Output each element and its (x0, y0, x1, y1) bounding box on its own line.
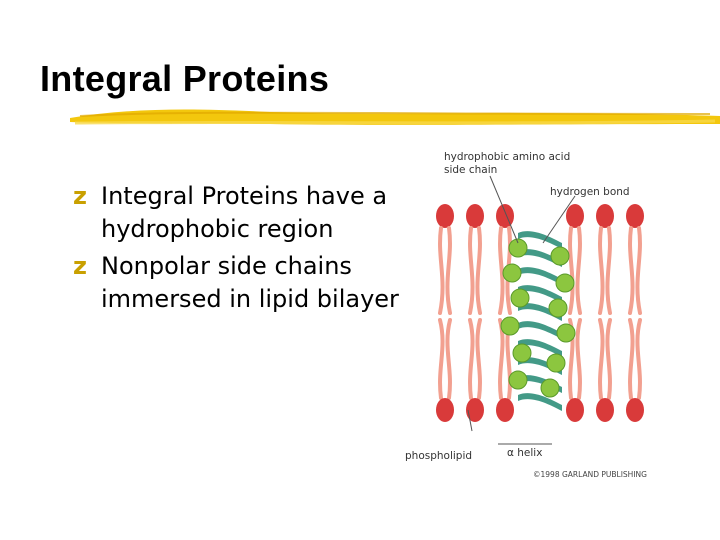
alpha-helix-turn (518, 285, 562, 303)
side-chain-sphere (555, 273, 575, 293)
bullet-list: z Integral Proteins have a hydrophobic r… (73, 180, 403, 320)
phospholipid-head (496, 204, 514, 228)
phospholipid-tail (468, 226, 475, 315)
alpha-helix-turn (518, 303, 562, 321)
phospholipid-tail (445, 318, 452, 400)
phospholipid-tail (628, 226, 635, 315)
phospholipid-tail (635, 318, 642, 400)
title-underline (70, 109, 720, 125)
membrane-protein-figure: hydrophobic amino acid side chain hydrog… (400, 148, 647, 483)
label-alpha-helix: α helix (507, 447, 543, 459)
alpha-helix-turn (518, 339, 562, 357)
bullet-item: z Integral Proteins have a hydrophobic r… (73, 180, 403, 246)
alpha-helix-turn (518, 267, 562, 285)
phospholipid-tail (598, 226, 605, 315)
bullet-text: Integral Proteins have a hydrophobic reg… (101, 182, 388, 243)
side-chain-sphere (540, 378, 560, 398)
phospholipid-head (566, 398, 584, 422)
label-phospholipid: phospholipid (405, 450, 473, 462)
label-line: side chain (444, 164, 498, 176)
phospholipid-tail (498, 226, 505, 315)
phospholipid-tail (605, 318, 612, 400)
alpha-helix-turn (518, 231, 562, 249)
phospholipid-head (466, 204, 484, 228)
phospholipid-tail (628, 318, 635, 400)
phospholipid-head (436, 204, 454, 228)
bullet-text: Nonpolar side chains immersed in lipid b… (101, 252, 399, 313)
side-chain-sphere (546, 353, 566, 373)
label-line: hydrophobic amino acid (444, 151, 571, 163)
label-copyright: ©1998 GARLAND PUBLISHING (533, 470, 647, 479)
phospholipid-tail (438, 226, 445, 315)
alpha-helix-turn (518, 249, 562, 267)
z-bullet-icon: z (73, 182, 87, 210)
side-chain-sphere (500, 316, 520, 336)
phospholipid-tail (635, 226, 642, 315)
phospholipid-head (496, 398, 514, 422)
side-chain-sphere (550, 246, 570, 266)
phospholipid-tail (445, 226, 452, 315)
phospholipid-head (596, 398, 614, 422)
alpha-helix-turn (518, 375, 562, 393)
membrane-illustration (436, 175, 644, 445)
phospholipid-tail (605, 226, 612, 315)
phospholipid-tail (568, 226, 575, 315)
phospholipid-tail (475, 318, 482, 400)
side-chain-sphere (512, 343, 532, 363)
phospholipid-head (596, 204, 614, 228)
side-chain-sphere (502, 263, 522, 283)
phospholipid-head (566, 204, 584, 228)
phospholipid-tail (438, 318, 445, 400)
phospholipid-tail (598, 318, 605, 400)
phospholipid-tail (575, 318, 582, 400)
bullet-item: z Nonpolar side chains immersed in lipid… (73, 250, 403, 316)
phospholipid-tail (475, 226, 482, 315)
label-hydrophobic-amino-acid: hydrophobic amino acid side chain (444, 151, 570, 177)
label-hydrogen-bond: hydrogen bond (550, 186, 630, 198)
alpha-helix-turn (518, 357, 562, 375)
side-chain-sphere (508, 370, 528, 390)
phospholipid-head (436, 398, 454, 422)
side-chain-sphere (556, 323, 576, 343)
phospholipid-tail (575, 226, 582, 315)
side-chain-sphere (548, 298, 568, 318)
side-chain-sphere (510, 288, 530, 308)
phospholipid-tail (468, 318, 475, 400)
alpha-helix-turn (518, 393, 562, 411)
phospholipid-head (466, 398, 484, 422)
side-chain-sphere (508, 238, 528, 258)
phospholipid-tail (498, 318, 505, 400)
alpha-helix-turn (518, 321, 562, 339)
z-bullet-icon: z (73, 252, 87, 280)
phospholipid-head (626, 204, 644, 228)
phospholipid-head (626, 398, 644, 422)
slide-title: Integral Proteins (40, 58, 330, 99)
